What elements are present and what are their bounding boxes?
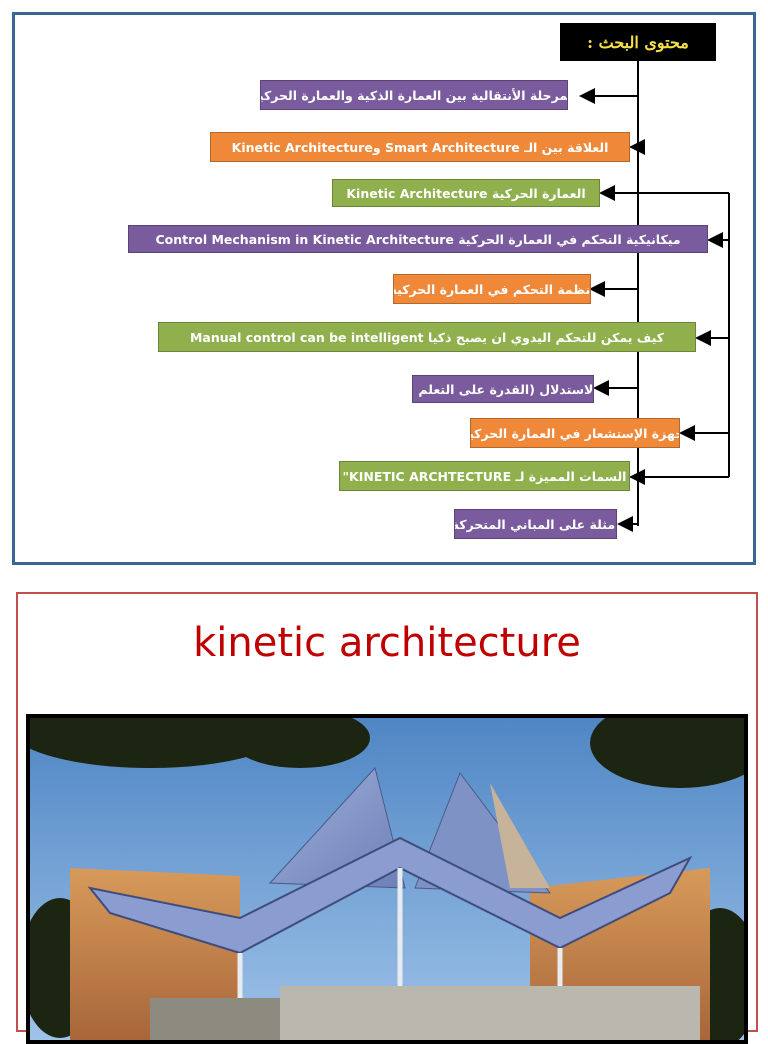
content-item: العمارة الحركية Kinetic Architecture (332, 179, 600, 207)
content-item: المرحلة الأنتقالية بين العمارة الذكية وا… (260, 80, 568, 110)
kinetic-architecture-slide: kinetic architecture (16, 592, 758, 1044)
content-item: السمات المميزة لـ KINETIC ARCHTECTURE" (339, 461, 630, 491)
connector-lines (579, 61, 730, 532)
content-item: كيف يمكن للتحكم اليدوي ان يصبح ذكيا Manu… (158, 322, 696, 352)
research-contents-slide: محتوى البحث : المرحلة الأنتقالية بين الع… (12, 12, 756, 565)
kinetic-building-photo (26, 714, 748, 1044)
content-item: أجهزة الإستشعار في العمارة الحركية (470, 418, 680, 448)
contents-title: محتوى البحث : (560, 23, 716, 61)
content-item: امثلة على المباني المتحركة (454, 509, 617, 539)
content-item: العلاقة بين الـ Smart Architecture وKine… (210, 132, 630, 162)
content-item: ميكانيكية التحكم في العمارة الحركية Cont… (128, 225, 708, 253)
content-item: الاستدلال (القدرة على التعلم ) (412, 375, 594, 403)
building-illustration (30, 718, 744, 1040)
slide-title: kinetic architecture (193, 620, 581, 666)
content-item: أنظمة التحكم في العمارة الحركية (393, 274, 591, 304)
